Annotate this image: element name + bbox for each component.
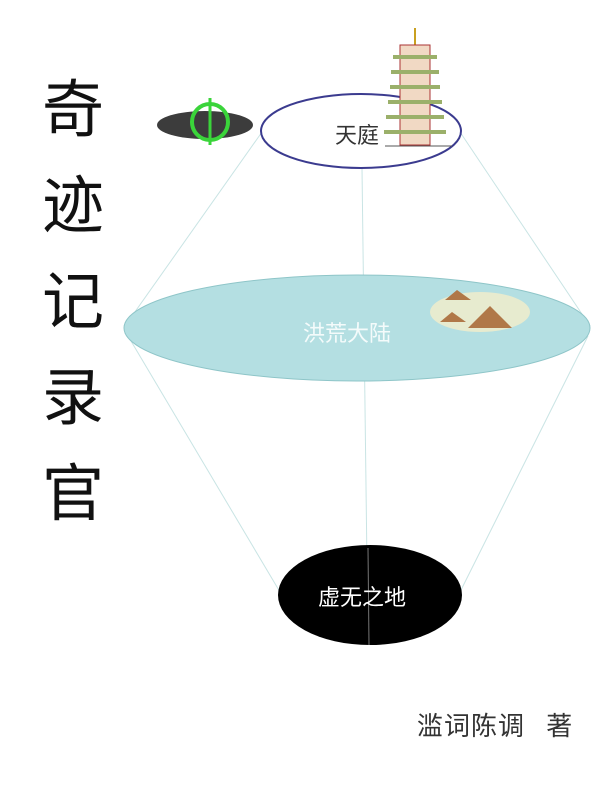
title-char: 官	[41, 457, 104, 530]
title-char: 迹	[41, 169, 104, 242]
author-line: 滥词陈调 著	[417, 706, 573, 743]
pagoda-icon	[384, 28, 452, 147]
title-char: 录	[41, 361, 104, 434]
floating-islands-icon	[430, 290, 530, 332]
title-char: 记	[41, 265, 104, 338]
level-label-bottom: 虚无之地	[318, 586, 407, 611]
connector-lines	[124, 131, 591, 646]
level-label-middle: 洪荒大陆	[303, 322, 392, 347]
author-name: 滥词陈调	[417, 712, 526, 742]
title-char: 奇	[41, 73, 104, 146]
ink-emblem-icon	[157, 98, 253, 145]
author-suffix: 著	[546, 712, 574, 742]
book-title: 奇 迹 记 录 官	[38, 62, 108, 542]
bottom-ellipse	[278, 545, 462, 645]
level-label-top: 天庭	[335, 124, 380, 149]
